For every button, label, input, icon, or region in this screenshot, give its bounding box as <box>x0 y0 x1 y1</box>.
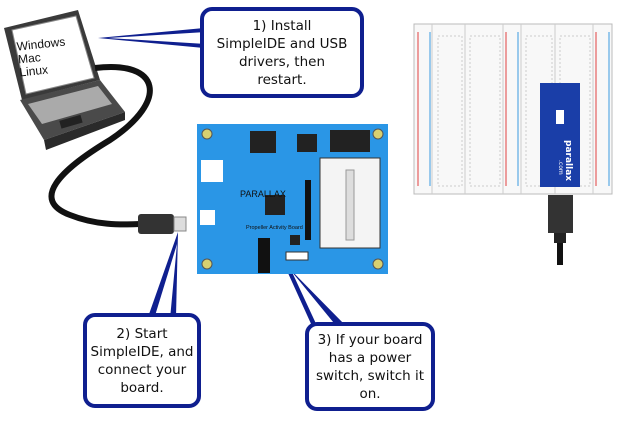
callout-2-pointer-inner <box>154 244 177 319</box>
flip-brand-label: parallax <box>563 140 573 181</box>
callout-3-pointer-inner <box>292 272 338 328</box>
laptop-illustration <box>4 10 125 150</box>
callout-1-pointer-inner <box>108 32 206 44</box>
activity-board <box>197 124 388 274</box>
board-name-label: Propeller Activity Board <box>246 225 303 231</box>
callout-step-2: 2) Start SimpleIDE, and connect your boa… <box>83 313 201 408</box>
callout-3-pointer <box>283 262 346 326</box>
board-brand-label: PARALLAX <box>240 189 286 199</box>
callout-step-3-text: 3) If your board has a power switch, swi… <box>315 331 425 402</box>
usb-plug-left <box>138 214 187 234</box>
flip-site-label: .com <box>557 160 564 175</box>
breadboard <box>413 23 613 195</box>
callout-step-1-text: 1) Install SimpleIDE and USB drivers, th… <box>216 17 348 88</box>
callout-step-1: 1) Install SimpleIDE and USB drivers, th… <box>200 7 364 98</box>
usb-cable <box>48 64 153 228</box>
usb-plug-right <box>548 195 573 265</box>
callout-step-2-text: 2) Start SimpleIDE, and connect your boa… <box>90 325 194 396</box>
callout-step-3: 3) If your board has a power switch, swi… <box>305 322 435 411</box>
flip-module <box>540 83 580 187</box>
laptop-screen-os-list: Windows Mac Linux <box>16 35 68 80</box>
